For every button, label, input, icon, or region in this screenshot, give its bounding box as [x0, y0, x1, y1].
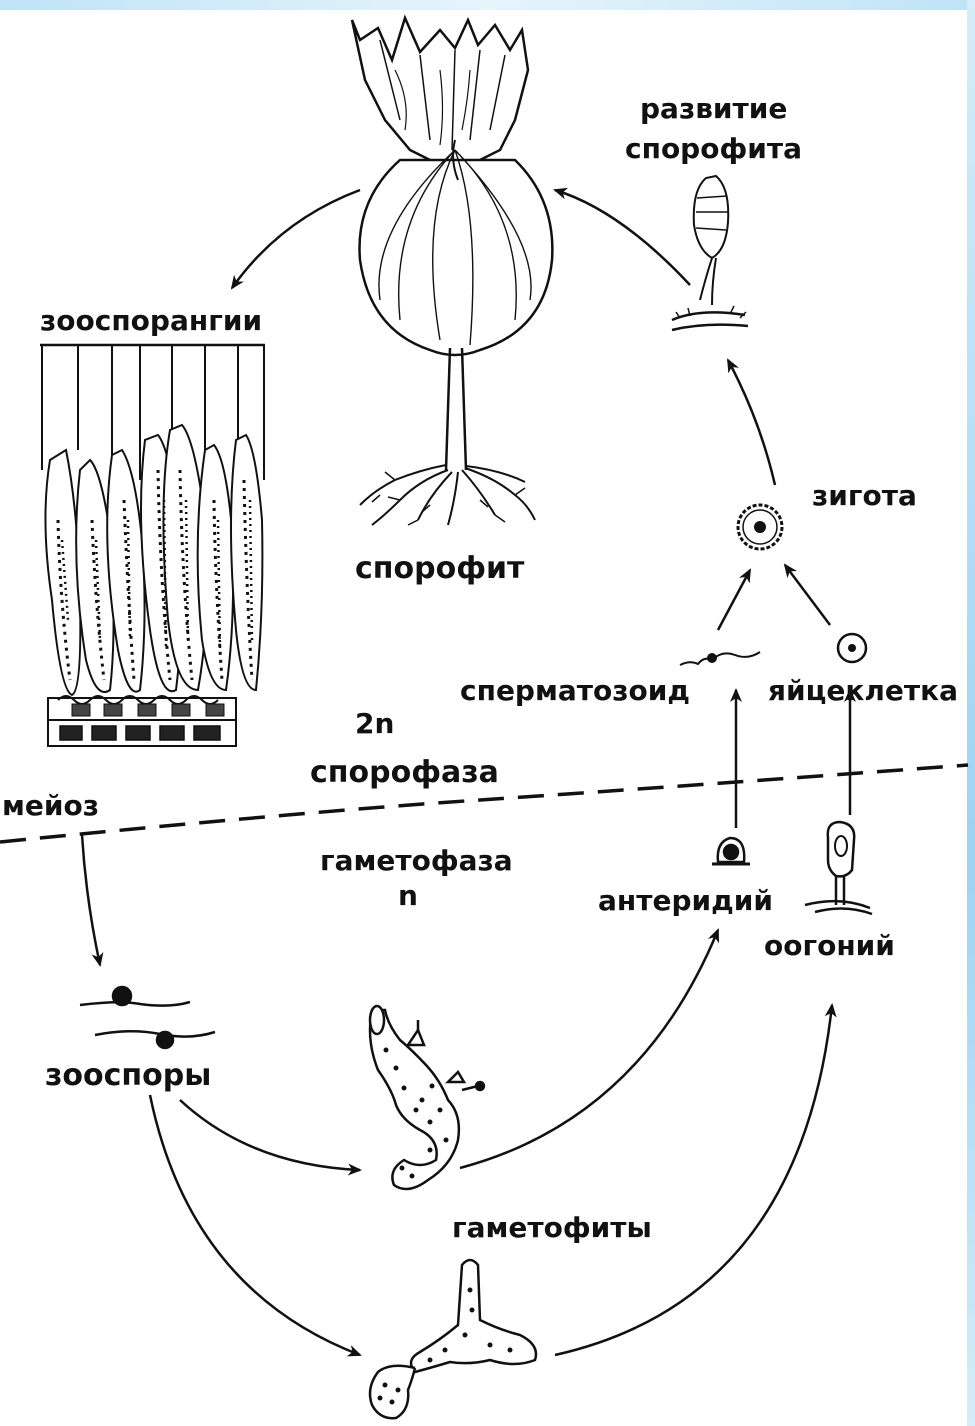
diploid-label: 2n	[355, 707, 394, 740]
arrow-development-to-sporophyte	[555, 190, 690, 285]
arrow-male-gametophyte-to-antheridium	[460, 930, 718, 1168]
meiosis-label: мейоз	[2, 789, 99, 822]
arrow-female-gametophyte-to-oogonium	[555, 1005, 832, 1355]
arrow-meiosis-to-zoospores	[82, 835, 100, 965]
female-gametophyte-illustration	[370, 1260, 536, 1418]
oogonium-label: оогоний	[764, 929, 895, 962]
antheridium-label: антеридий	[598, 884, 773, 917]
spermatozoid-label: сперматозоид	[460, 674, 690, 707]
arrow-egg-to-zygote	[785, 565, 830, 625]
spermatozoid-illustration	[680, 652, 760, 665]
zoospores-label: зооспоры	[45, 1058, 211, 1093]
zygote-label: зигота	[812, 479, 917, 512]
haploid-label: n	[398, 879, 418, 912]
egg-cell-label: яйцеклетка	[768, 674, 958, 707]
gametophase-label: гаметофаза	[320, 844, 513, 877]
gametophytes-label: гаметофиты	[452, 1211, 652, 1244]
sporophase-label: спорофаза	[310, 755, 499, 790]
antheridium-illustration	[712, 838, 750, 864]
sporophyte-illustration	[352, 18, 552, 525]
male-gametophyte-illustration	[370, 1006, 484, 1189]
zygote-illustration	[738, 505, 782, 549]
zoospores-illustration	[80, 987, 215, 1048]
arrow-zoospores-to-female-gametophyte	[150, 1095, 360, 1355]
sporophyte-label: спорофит	[355, 551, 525, 586]
arrow-sporophyte-to-zoosporangia	[232, 190, 360, 288]
zoosporangia-illustration	[40, 345, 265, 746]
zoosporangia-label: зооспорангии	[40, 304, 262, 337]
arrow-zoospores-to-male-gametophyte	[180, 1100, 360, 1170]
arrow-zygote-to-development	[728, 360, 775, 485]
oogonium-illustration	[805, 822, 872, 914]
sporophyte-development-label-line2: спорофита	[625, 132, 802, 165]
sporophyte-development-label-line1: развитие	[640, 92, 787, 125]
young-sporophyte-illustration	[672, 176, 748, 330]
egg-cell-illustration	[838, 634, 866, 662]
arrow-sperm-to-zygote	[718, 570, 750, 630]
